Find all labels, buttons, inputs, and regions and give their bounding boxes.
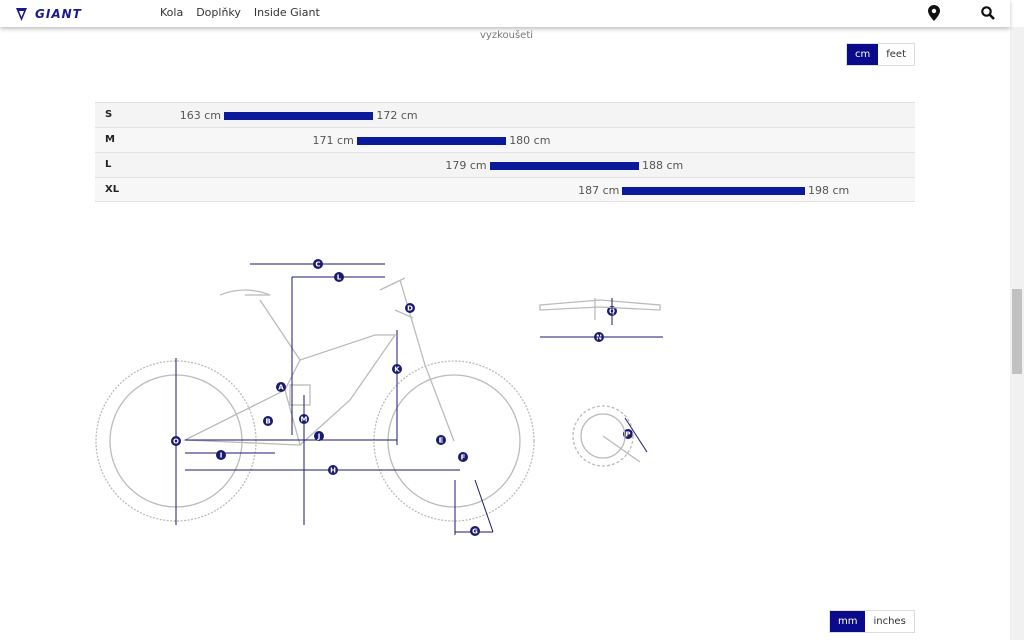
marker-a: A [276,382,286,392]
svg-text:D: D [407,305,413,313]
bike-drawing [95,277,535,522]
size-label: XL [105,184,120,195]
svg-text:A: A [278,384,284,392]
marker-c: C [313,259,323,269]
marker-b: B [263,416,273,426]
giant-logo[interactable]: GIANT [16,7,82,21]
height-unit-toggle: cm feet [846,43,915,66]
unit-feet-button[interactable]: feet [886,49,906,60]
location-pin-icon[interactable] [928,5,940,21]
max-height-label: 198 cm [808,184,850,197]
unit-inches-button[interactable]: inches [873,616,906,627]
svg-text:O: O [173,438,179,446]
component-dimension-lines [540,298,663,453]
height-range-bar [224,112,374,120]
clipped-heading: vyzkoušeti [480,30,534,41]
nav-item-kola[interactable]: Kola [160,6,184,19]
max-height-label: 180 cm [509,134,551,147]
svg-text:L: L [337,274,342,282]
dimension-lines [175,263,494,535]
top-nav: GIANT Kola Doplňky Inside Giant [0,0,1010,27]
marker-o: O [171,436,181,446]
unit-cm-button[interactable]: cm [847,44,879,65]
svg-text:J: J [317,433,321,441]
svg-text:H: H [330,467,336,475]
size-row: XL 187 cm 198 cm [95,177,915,202]
height-range-bar [622,187,805,195]
height-range-bar [356,137,507,145]
max-height-label: 188 cm [642,159,684,172]
nav-item-inside-giant[interactable]: Inside Giant [253,6,320,19]
min-height-label: 171 cm [312,134,354,147]
nav-item-doplnky[interactable]: Doplňky [196,6,241,19]
svg-text:K: K [394,366,400,374]
size-label: S [105,109,113,120]
min-height-label: 163 cm [179,109,221,122]
svg-text:G: G [472,528,478,536]
svg-text:E: E [439,437,444,445]
size-label: L [105,159,112,170]
marker-m: M [299,414,309,424]
marker-l: L [334,272,344,282]
svg-text:B: B [265,418,270,426]
marker-i: I [216,450,226,460]
min-height-label: 179 cm [445,159,487,172]
search-icon[interactable] [981,6,995,20]
geometry-unit-toggle: mm inches [829,610,915,633]
unit-mm-button[interactable]: mm [830,611,866,632]
size-label: M [105,134,115,145]
marker-f: F [458,452,468,462]
handlebar-drawing [539,298,661,467]
size-row: L 179 cm 188 cm [95,152,915,177]
marker-d: D [405,303,415,313]
marker-j: J [314,431,324,441]
scrollbar[interactable] [1010,27,1024,640]
svg-text:P: P [625,431,630,439]
marker-h: H [328,465,338,475]
svg-text:C: C [315,261,320,269]
min-height-label: 187 cm [578,184,620,197]
svg-text:I: I [220,452,223,460]
svg-text:M: M [301,416,308,424]
size-row: S 163 cm 172 cm [95,102,915,127]
giant-logo-icon [16,7,27,21]
scrollbar-thumb[interactable] [1012,289,1022,374]
marker-g: G [470,526,480,536]
max-height-label: 172 cm [376,109,418,122]
size-row: M 171 cm 180 cm [95,127,915,152]
height-range-bar [489,162,639,170]
marker-k: K [392,364,402,374]
marker-e: E [436,435,446,445]
svg-text:F: F [461,454,466,462]
